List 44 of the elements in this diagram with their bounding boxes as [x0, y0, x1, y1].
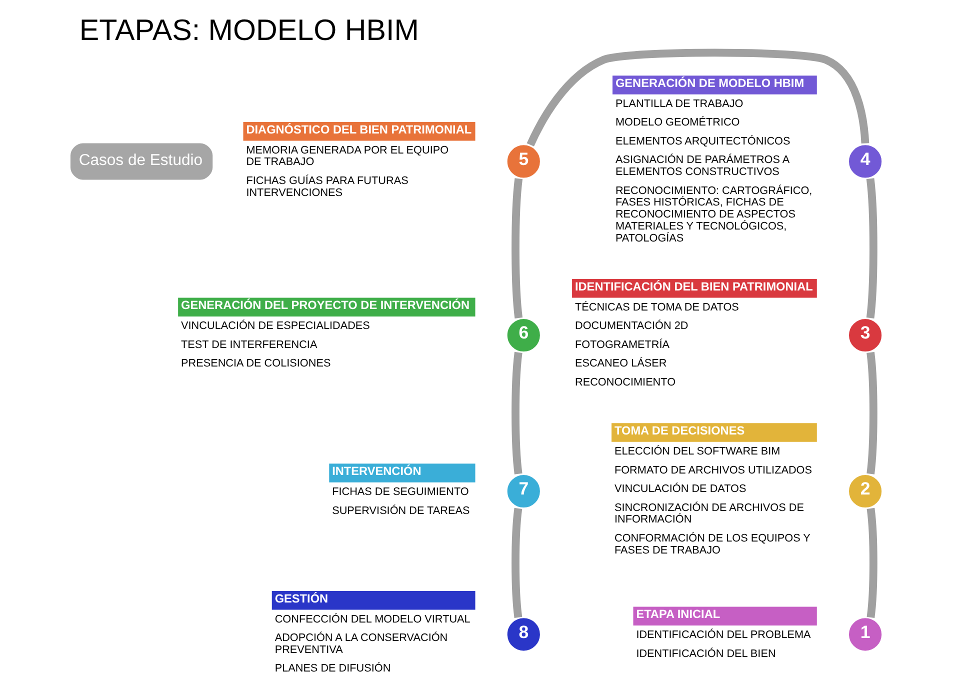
- node-label: MEMORIA GENERADA POR EL EQUIPO DE TRABAJO: [246, 144, 448, 168]
- node-label: FORMATO DE ARCHIVOS UTILIZADOS: [614, 464, 812, 476]
- node-label: ELECCIÓN DEL SOFTWARE BIM: [614, 446, 780, 458]
- node-label: FOTOGRAMETRÍA: [574, 338, 670, 351]
- node-box: TOMA DE DECISIONES: [611, 423, 816, 442]
- connector: [866, 508, 877, 618]
- node-label: RECONOCIMIENTO: [574, 376, 676, 388]
- node-label: ESCANEO LÁSER: [574, 358, 666, 370]
- node-label: ASIGNACIÓN DE PARÁMETROS A ELEMENTOS CONSTRUCTIVOS: [614, 154, 790, 178]
- node-box: GESTIÓN: [271, 590, 475, 610]
- connector: [511, 178, 522, 318]
- connector: [866, 352, 877, 474]
- node-box: Casos de Estudio: [70, 143, 212, 180]
- node-label: RECONOCIMIENTO: CARTOGRÁFICO, FASES HISTÓRICAS, FICHAS DE RECONOCIMIENTO DE ASPECTOS MATERIALES Y TECNOLÓGICOS, PATOLOGÍAS: [614, 184, 812, 244]
- node-label: IDENTIFICACIÓN DEL PROBLEMA: [636, 629, 810, 642]
- node-label: CONFECCIÓN DEL MODELO VIRTUAL: [274, 613, 470, 626]
- connector: [511, 508, 522, 618]
- node-label: ADOPCIÓN A LA CONSERVACIÓN PREVENTIVA: [274, 632, 448, 656]
- node-label: CONFORMACIÓN DE LOS EQUIPOS Y FASES DE TRABAJO: [614, 532, 810, 556]
- node-label: ELEMENTOS ARQUITECTÓNICOS: [614, 135, 790, 148]
- node-label: SUPERVISIÓN DE TAREAS: [332, 504, 470, 517]
- node-box: INTERVENCIÓN: [328, 464, 475, 482]
- node-label: DOCUMENTACIÓN 2D: [574, 320, 688, 332]
- node-box: GENERACIÓN DEL PROYECTO DE INTERVENCIÓN: [178, 298, 475, 316]
- connector: [511, 352, 522, 474]
- node-label: SINCRONIZACIÓN DE ARCHIVOS DE INFORMACIÓN: [614, 502, 804, 526]
- connector: [866, 178, 877, 318]
- node-label: PLANTILLA DE TRABAJO: [614, 98, 743, 110]
- node-label: FICHAS GUÍAS PARA FUTURAS INTERVENCIONES: [246, 174, 408, 199]
- diagram-title: ETAPAS: MODELO HBIM: [78, 14, 418, 47]
- connector: [526, 48, 869, 146]
- node-label: MODELO GEOMÉTRICO: [614, 116, 740, 129]
- node-label: IDENTIFICACIÓN DEL BIEN: [636, 648, 776, 660]
- node-label: VINCULACIÓN DE ESPECIALIDADES: [180, 320, 370, 332]
- node-box: IDENTIFICACIÓN DEL BIEN PATRIMONIAL: [572, 278, 816, 298]
- node-label: VINCULACIÓN DE DATOS: [614, 483, 746, 496]
- node-label: TEST DE INTERFERENCIA: [180, 338, 317, 351]
- node-box: DIAGNÓSTICO DEL BIEN PATRIMONIAL: [242, 122, 475, 141]
- node-label: FICHAS DE SEGUIMIENTO: [332, 486, 468, 498]
- node-box: ETAPA INICIAL: [632, 606, 816, 626]
- node-box: GENERACIÓN DE MODELO HBIM: [612, 76, 816, 94]
- node-label: PRESENCIA DE COLISIONES: [180, 358, 330, 370]
- node-label: PLANES DE DIFUSIÓN: [274, 662, 390, 675]
- node-label: TÉCNICAS DE TOMA DE DATOS: [574, 301, 738, 314]
